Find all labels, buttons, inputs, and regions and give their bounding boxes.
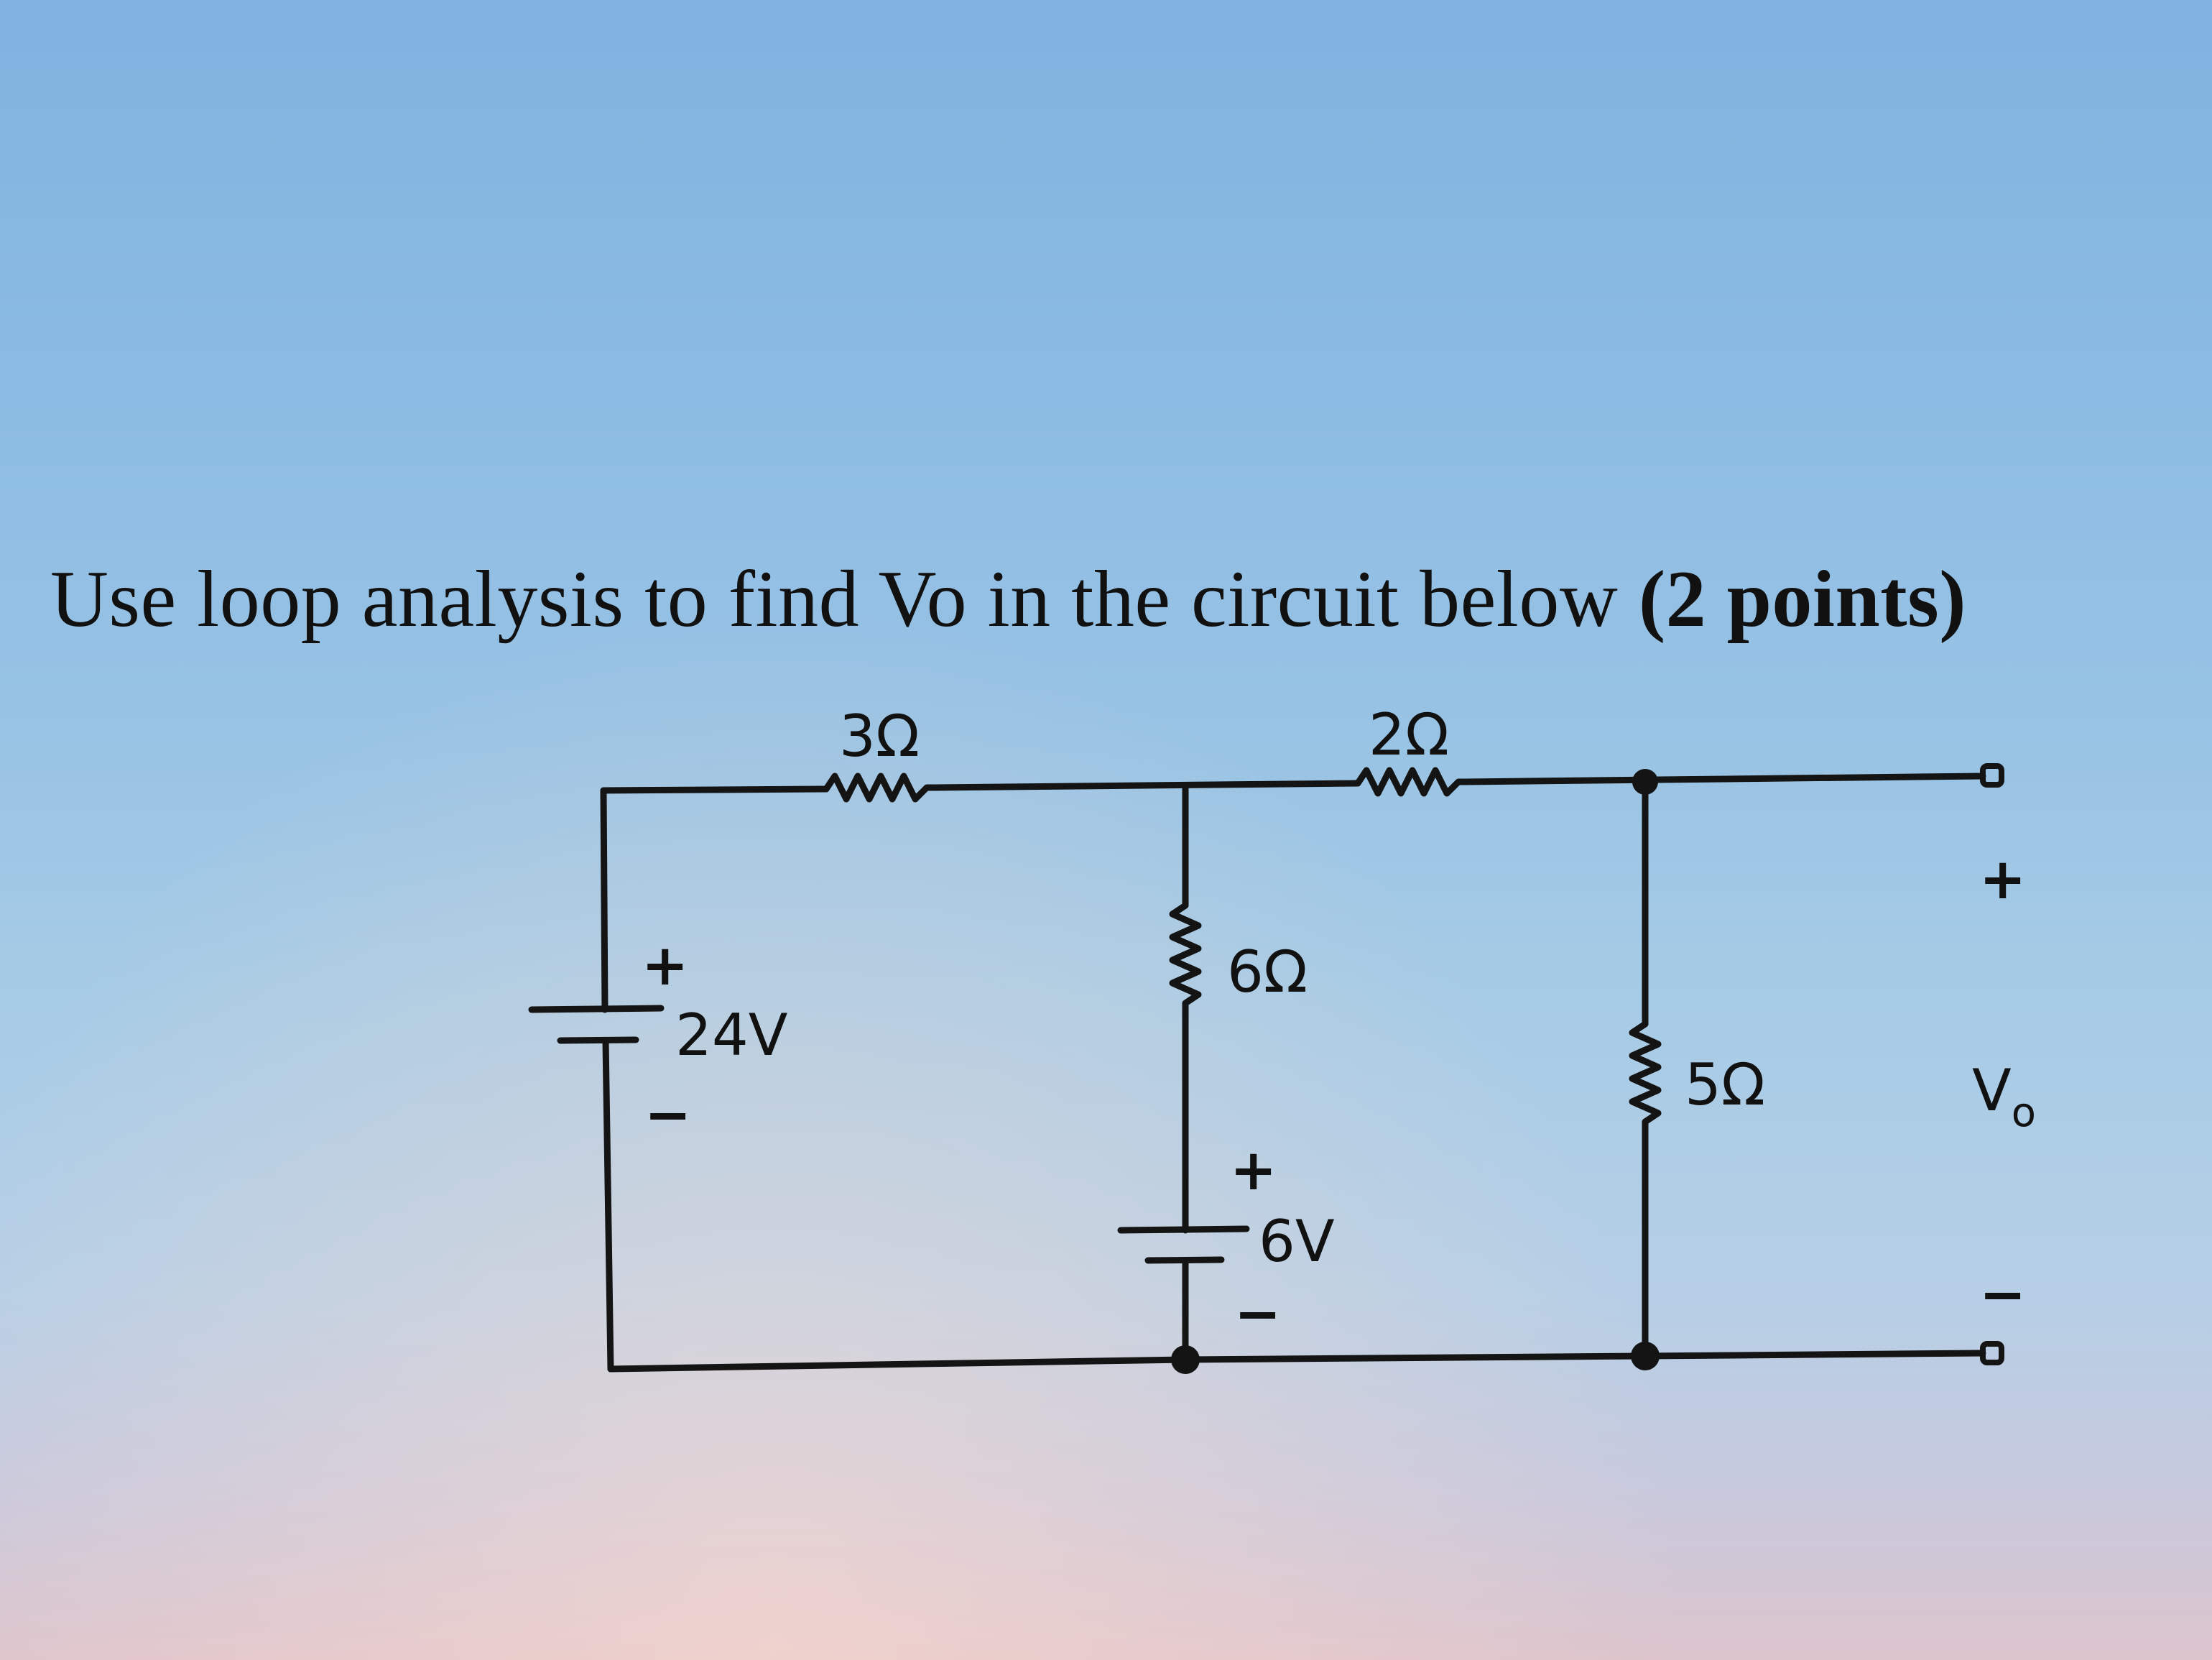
node-top-right: [1632, 769, 1658, 795]
plus-sign-vo: +: [1979, 847, 2026, 912]
label-24v: 24V: [675, 1002, 788, 1069]
wire-left-upper: [600, 787, 608, 1013]
label-6ohm: 6Ω: [1227, 939, 1308, 1005]
wire-top-right: [1462, 773, 1986, 785]
battery-6v-long-plate: [1117, 1225, 1250, 1234]
label-vo: Vo: [1972, 1057, 2036, 1136]
label-5ohm: 5Ω: [1685, 1051, 1765, 1118]
wire-top-middle: [930, 780, 1361, 791]
question-body: Use loop analysis to find Vo in the circ…: [50, 555, 1639, 644]
question-points: (2 points): [1638, 555, 1966, 644]
minus-sign-vo: −: [1979, 1263, 2026, 1327]
output-terminal-bottom: [1980, 1341, 2004, 1365]
label-vo-subscript: o: [2012, 1089, 2036, 1136]
label-vo-main: V: [1972, 1057, 2012, 1124]
plus-sign-6v: +: [1230, 1138, 1277, 1203]
plus-sign-24v: +: [642, 933, 688, 998]
question-text: Use loop analysis to find Vo in the circ…: [50, 553, 1966, 646]
resistor-2ohm: [1354, 767, 1469, 797]
wire-top-left: [600, 785, 830, 794]
resistor-6ohm: [1169, 902, 1202, 1017]
minus-sign-6v: −: [1234, 1282, 1281, 1347]
node-bottom-right: [1631, 1342, 1660, 1370]
wire-bottom: [607, 1350, 1986, 1373]
battery-24v-long-plate: [528, 1005, 665, 1013]
resistor-3ohm: [823, 773, 938, 803]
label-2ohm: 2Ω: [1369, 701, 1449, 768]
output-terminal-top: [1980, 763, 2004, 788]
node-bottom-middle: [1171, 1345, 1200, 1374]
label-6v: 6V: [1259, 1208, 1335, 1275]
battery-24v-short-plate: [557, 1036, 639, 1044]
label-3ohm: 3Ω: [839, 703, 920, 770]
resistor-5ohm: [1629, 1020, 1662, 1135]
minus-sign-24v: −: [644, 1083, 691, 1148]
wire-left-lower: [602, 1037, 614, 1373]
